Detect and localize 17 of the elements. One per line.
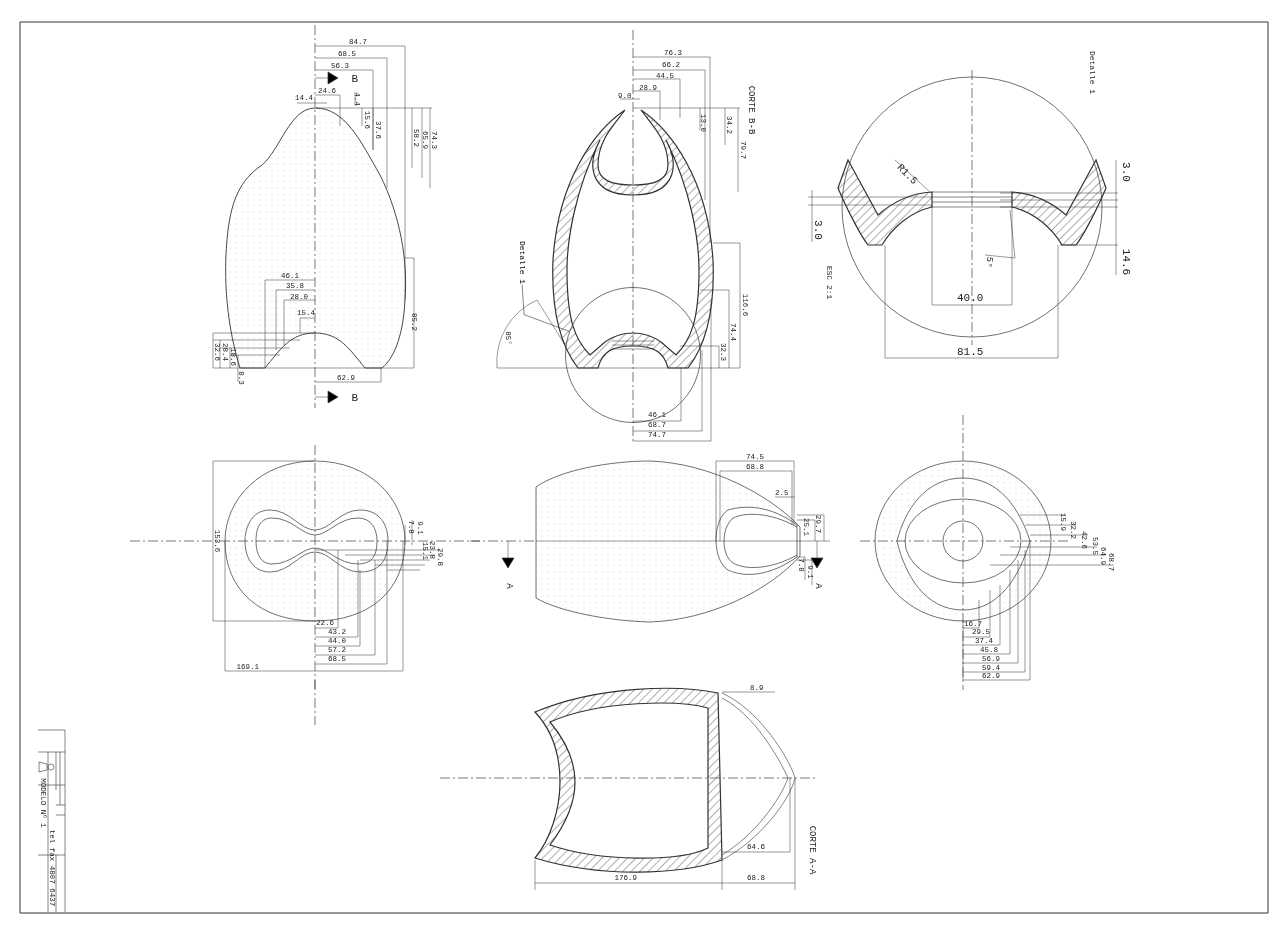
dimension-value: 5°: [982, 255, 994, 269]
dimension-value: 3.0: [811, 220, 824, 240]
section-letter: A: [812, 583, 823, 589]
detail-circle: [565, 287, 701, 423]
leader-text: Detalle 1: [517, 240, 527, 284]
dimension-value: 40.0: [957, 292, 984, 304]
section-letter: B: [351, 392, 359, 404]
dimension-value: 14.6: [1120, 248, 1133, 276]
detail-title: Detalle 1: [1087, 50, 1097, 94]
section-title: CORTE B-B: [745, 85, 756, 135]
section-letter: B: [351, 73, 359, 85]
section-letter: A: [503, 583, 514, 589]
scale-note: ESC 2:1: [825, 265, 835, 299]
section-title: CORTE A-A: [806, 825, 817, 875]
dimension-value: 81.5: [957, 346, 984, 358]
dimension-value: 3.0: [1119, 162, 1132, 182]
leader-line: [521, 284, 570, 332]
